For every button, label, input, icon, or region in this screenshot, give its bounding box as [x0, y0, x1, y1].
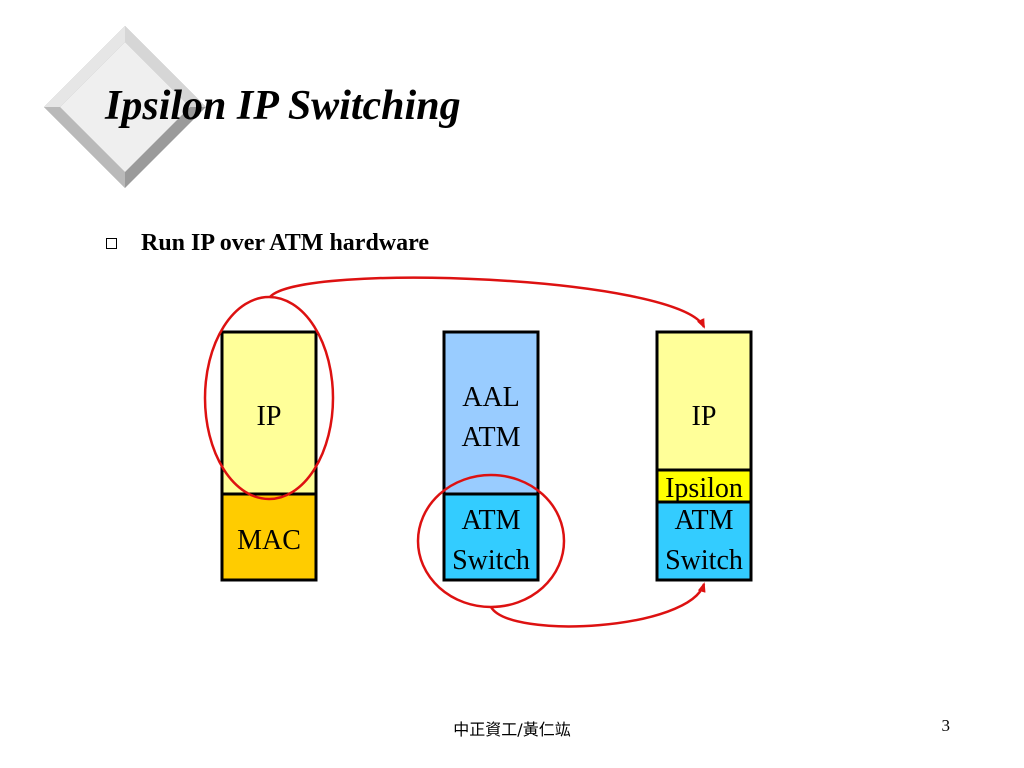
middle-atm-label: ATM — [461, 422, 520, 453]
left-mac-label: MAC — [237, 525, 301, 556]
stack-right: IP Ipsilon ATM Switch — [655, 330, 753, 582]
left-ip-box — [220, 330, 318, 496]
left-mac-box — [220, 492, 318, 582]
bullet-item: Run IP over ATM hardware — [106, 230, 429, 257]
right-ipsilon-box — [655, 468, 753, 504]
slide-title: Ipsilon IP Switching — [105, 83, 461, 129]
right-ip-label: IP — [692, 401, 717, 432]
ip-highlight-circle — [203, 295, 335, 501]
right-ip-box — [655, 330, 753, 472]
middle-switch-label: Switch — [452, 545, 530, 576]
right-ipsilon-label: Ipsilon — [665, 473, 743, 504]
right-switch-label: Switch — [665, 545, 743, 576]
middle-switch-atm-label: ATM — [461, 505, 520, 536]
footer-author: 中正資工/黃仁竑 — [453, 720, 571, 739]
ip-to-ip-arrow — [269, 276, 706, 329]
page-number: 3 — [941, 716, 951, 735]
atm-switch-highlight-circle — [416, 473, 566, 609]
bullet-text: Run IP over ATM hardware — [141, 230, 430, 256]
switch-to-switch-arrow — [489, 582, 706, 628]
right-switch-atm-label: ATM — [674, 505, 733, 536]
middle-aal-atm-box — [442, 330, 540, 496]
bullet-square-icon — [106, 238, 117, 249]
middle-aal-label: AAL — [462, 382, 520, 413]
diamond-logo-icon — [44, 26, 206, 188]
stack-left: IP MAC — [220, 330, 318, 582]
middle-atm-switch-box — [442, 492, 540, 582]
left-ip-label: IP — [257, 401, 282, 432]
right-atm-switch-box — [655, 500, 753, 582]
stack-middle: AAL ATM ATM Switch — [442, 330, 540, 582]
